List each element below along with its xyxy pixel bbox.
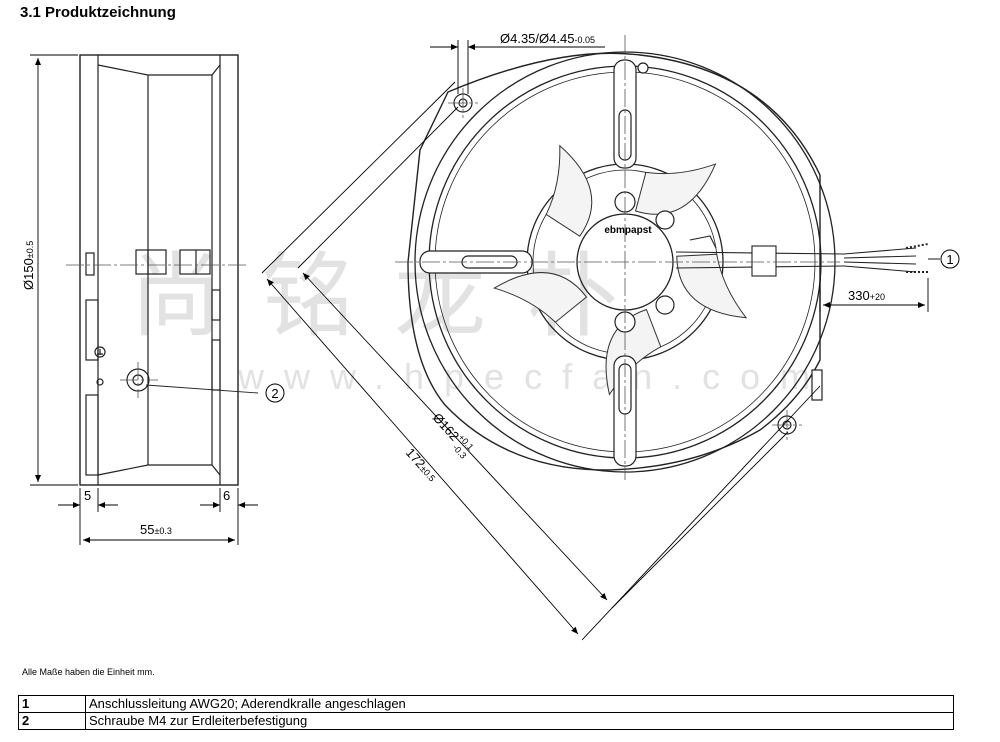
left-offset-dim: 5 [84, 488, 91, 503]
svg-text:Ø4.35/Ø4.45-0.05: Ø4.35/Ø4.45-0.05 [500, 31, 595, 46]
svg-text:Ø162+0.1-0.3: Ø162+0.1-0.3 [427, 409, 477, 461]
depth-dim-tol: ±0.3 [154, 526, 171, 536]
brand-logo-text: ebmpapst [604, 225, 652, 236]
hole-dim-tol: -0.05 [574, 35, 595, 45]
svg-text:330+20: 330+20 [848, 288, 885, 303]
height-dim-tol: ±0.5 [25, 241, 35, 258]
legend-row: 2 Schraube M4 zur Erdleiterbefestigung [18, 712, 954, 730]
legend-number: 1 [18, 695, 86, 713]
connection-cable [675, 235, 929, 277]
svg-text:172±0.5: 172±0.5 [403, 445, 440, 484]
legend-text: Anschlussleitung AWG20; Aderendkralle an… [85, 695, 954, 713]
front-dimensions [261, 40, 929, 641]
section-heading: 3.1 Produktzeichnung [20, 4, 176, 21]
svg-text:55±0.3: 55±0.3 [140, 522, 172, 537]
hole-dim-value: Ø4.35/Ø4.45 [500, 31, 574, 46]
struts [419, 59, 637, 467]
side-dimension-labels: Ø150±0.5 5 6 55±0.3 [21, 241, 230, 537]
right-offset-dim: 6 [223, 488, 230, 503]
callout-1-label: 1 [946, 252, 953, 267]
units-note: Alle Maße haben die Einheit mm. [22, 667, 155, 677]
lead-dim-value: 330 [848, 288, 870, 303]
side-view [79, 54, 259, 486]
side-dimensions [30, 54, 258, 545]
front-centerlines [395, 35, 840, 480]
legend-text: Schraube M4 zur Erdleiterbefestigung [85, 712, 954, 730]
legend-table: 1 Anschlussleitung AWG20; Aderendkralle … [18, 695, 954, 730]
legend-row: 1 Anschlussleitung AWG20; Aderendkralle … [18, 695, 954, 713]
side-centerlines [66, 264, 248, 398]
callout-2: 2 [265, 383, 285, 403]
height-dim-value: Ø150 [21, 258, 36, 290]
callout-1: 1 [928, 249, 960, 269]
depth-dim-value: 55 [140, 522, 154, 537]
legend-number: 2 [18, 712, 86, 730]
lead-dim-tol: +20 [870, 292, 885, 302]
callout-2-label: 2 [271, 386, 278, 401]
svg-text:Ø150±0.5: Ø150±0.5 [21, 241, 36, 290]
span-dim-tol: ±0.5 [418, 464, 437, 484]
